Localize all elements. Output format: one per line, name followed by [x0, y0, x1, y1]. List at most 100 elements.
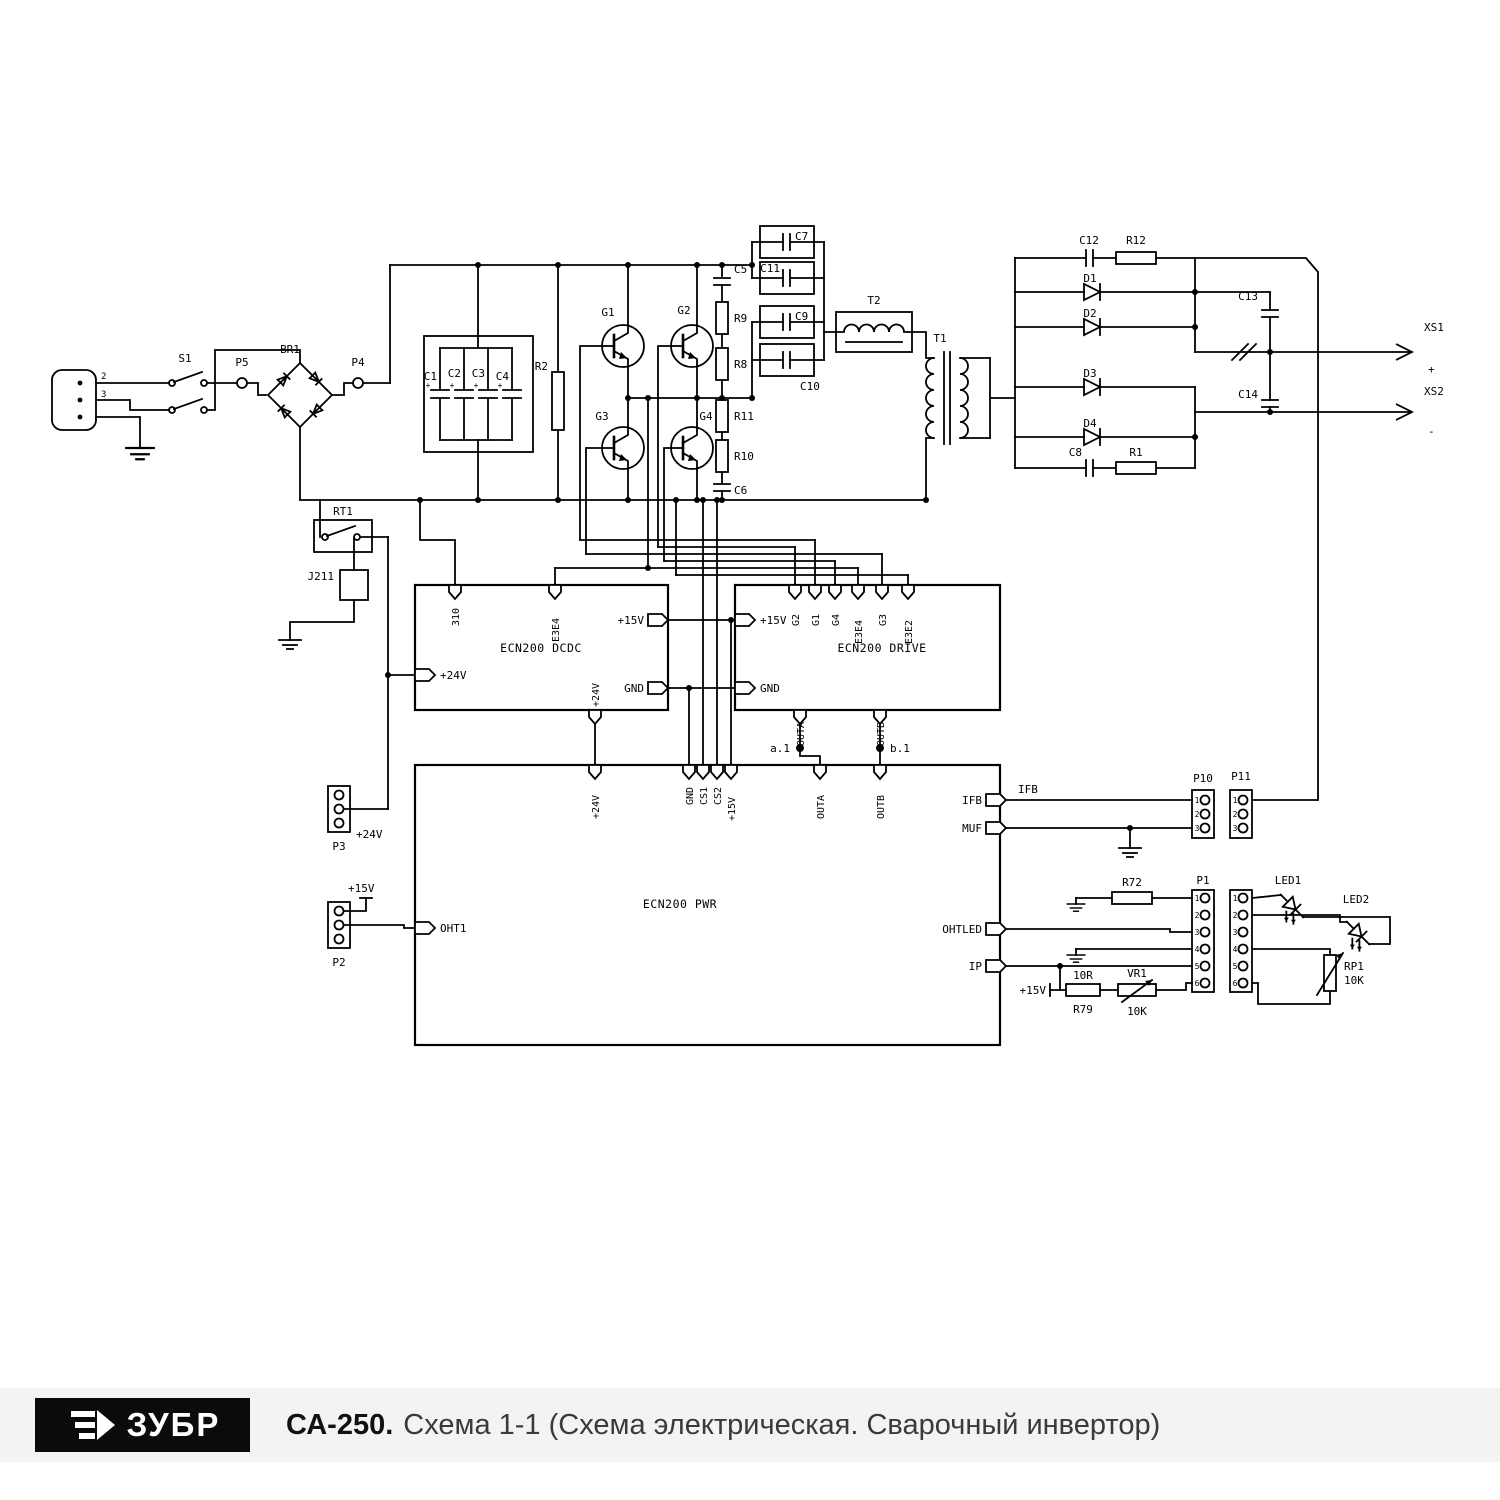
pin-number: 6 — [1195, 979, 1200, 988]
zubr-logo: ЗУБР — [35, 1398, 250, 1452]
resistor-r2: R2 — [535, 360, 565, 431]
c5-label: C5 — [734, 263, 747, 276]
pwr-pin-outa: OUTA — [816, 795, 827, 819]
igbt-g4: G4 — [669, 410, 715, 471]
igbt-g3: G3 — [595, 410, 646, 471]
igbt-g1: G1 — [600, 306, 646, 369]
testpoint-a1-label: a.1 — [770, 742, 790, 755]
brand-name: ЗУБР — [126, 1406, 221, 1443]
pin-number: 4 — [1195, 945, 1200, 954]
xs1-polarity: + — [1428, 363, 1435, 376]
schematic-caption: СА-250. Схема 1-1 (Схема электрическая. С… — [286, 1409, 1160, 1442]
br1-label: BR1 — [280, 343, 300, 356]
model-number: СА-250. — [286, 1408, 394, 1441]
c9-label: C9 — [795, 310, 808, 323]
mains-ground-icon — [125, 446, 155, 461]
pwr-pin-ohtled: OHTLED — [942, 923, 982, 936]
capacitor-bank: C1 C2 C3 C4 + + + + — [423, 335, 534, 453]
c6-label: C6 — [734, 484, 747, 497]
pin-number: 2 — [1233, 911, 1238, 920]
panel-ground-icon — [1066, 954, 1086, 963]
pin-number: 1 — [1195, 796, 1200, 805]
connector-p11: 1 2 3 P11 — [1229, 770, 1253, 839]
xs2-label: XS2 — [1424, 385, 1444, 398]
pin-number: 1 — [1233, 894, 1238, 903]
g1-label: G1 — [601, 306, 614, 319]
pin-number: 3 — [1195, 928, 1200, 937]
caption-text: Схема 1-1 (Схема электрическая. Сварочны… — [403, 1408, 1161, 1441]
pwr-title: ECN200 PWR — [643, 897, 717, 911]
d1-label: D1 — [1083, 272, 1096, 285]
output-terminal-xs1: XS1 + — [1395, 321, 1444, 376]
j211-label: J211 — [308, 570, 335, 583]
thermal-switch-rt1: RT1 — [313, 505, 373, 553]
panel-15v-label: +15V — [1020, 984, 1047, 997]
dcdc-pin-15v: +15V — [618, 614, 645, 627]
c2-label: C2 — [448, 367, 461, 380]
pin-number: 5 — [1195, 962, 1200, 971]
led-led2: LED2 — [1335, 893, 1376, 956]
led2-label: LED2 — [1343, 893, 1370, 906]
d4-label: D4 — [1083, 417, 1097, 430]
p1-label: P1 — [1196, 874, 1209, 887]
g2-label: G2 — [677, 304, 690, 317]
t1-label: T1 — [933, 332, 946, 345]
c4-polarity: + — [498, 381, 503, 390]
relay-j211: J211 — [308, 569, 369, 601]
p11-label: P11 — [1231, 770, 1251, 783]
led-led1: LED1 — [1269, 874, 1310, 929]
ifb-wire-label: IFB — [1018, 783, 1038, 796]
test-points: a.1 b.1 — [770, 742, 910, 755]
t2-label: T2 — [867, 294, 880, 307]
output-rectifier: D1 D2 D3 D4 C12 R12 C8 R1 — [1069, 234, 1157, 477]
p3-label: P3 — [332, 840, 345, 853]
pwr-pin-ifb: IFB — [962, 794, 982, 807]
p3-24v-label: +24V — [356, 828, 383, 841]
igbt-g2: G2 — [669, 304, 715, 369]
pwr-pin-15v: +15V — [727, 797, 738, 821]
pwr-pin-cs2: CS2 — [713, 787, 724, 805]
r10-label: R10 — [734, 450, 754, 463]
pin-number: 6 — [1233, 979, 1238, 988]
schematic-canvas: 2 3 S1 P5 BR1 P4 C1 C2 C3 C4 + + + + R2 … — [51, 225, 1444, 1047]
current-set-network: +15V 10R R79 VR1 10K — [1020, 967, 1157, 1018]
r1-label: R1 — [1129, 446, 1142, 459]
r9-label: R9 — [734, 312, 747, 325]
pin-number: 3 — [1233, 824, 1238, 833]
pin-number: 1 — [1233, 796, 1238, 805]
xs1-label: XS1 — [1424, 321, 1444, 334]
testpoint-b1-label: b.1 — [890, 742, 910, 755]
r72-ground-icon — [1066, 903, 1086, 912]
c1-polarity: + — [426, 381, 431, 390]
g4-label: G4 — [699, 410, 713, 423]
c3-label: C3 — [472, 367, 485, 380]
c10-label: C10 — [800, 380, 820, 393]
terminal-p5: P5 — [235, 356, 249, 389]
connector-p10: 1 2 3 P10 — [1191, 772, 1215, 839]
r2-label: R2 — [535, 360, 548, 373]
pin-number: 2 — [1233, 810, 1238, 819]
drive-pin-e3e4: E3E4 — [854, 620, 865, 644]
p10-label: P10 — [1193, 772, 1213, 785]
vr1-value: 10K — [1127, 1005, 1147, 1018]
r79-value: 10R — [1073, 969, 1093, 982]
dcdc-pin-e3e4: E3E4 — [551, 618, 562, 642]
p2-label: P2 — [332, 956, 345, 969]
drive-pin-15v: +15V — [760, 614, 787, 627]
pin-number: 1 — [1195, 894, 1200, 903]
transformer-t1: T1 — [925, 332, 969, 445]
led1-label: LED1 — [1275, 874, 1302, 887]
pin-number: 3 — [1233, 928, 1238, 937]
c3-polarity: + — [474, 381, 479, 390]
resistor-r72: R72 — [1111, 876, 1153, 905]
c1-label: C1 — [424, 370, 437, 383]
connector-p1-b: 1 2 3 4 5 6 — [1229, 889, 1253, 993]
drive-pin-g2: G2 — [791, 614, 802, 626]
inductor-t2: T2 — [835, 294, 913, 353]
r11-label: R11 — [734, 410, 754, 423]
rp1-value: 10K — [1344, 974, 1364, 987]
drive-pin-e3e2: E3E2 — [904, 620, 915, 644]
zubr-logo-icon — [70, 1410, 115, 1440]
plug-pin2-label: 2 — [101, 372, 106, 382]
